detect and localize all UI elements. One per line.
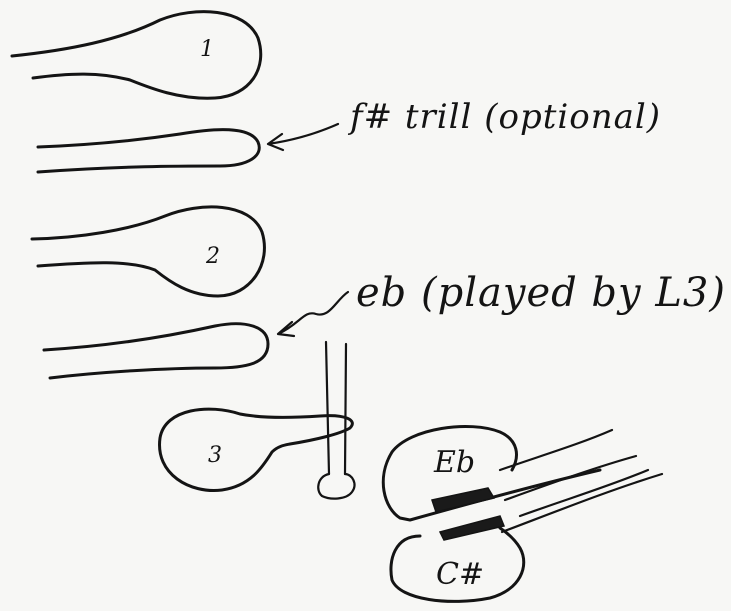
eb-arm-upper: [498, 428, 614, 472]
csharp-key-label: C#: [436, 557, 484, 592]
f-sharp-trill-label: f# trill (optional): [347, 97, 661, 137]
trill-key-outline: [36, 128, 261, 174]
eb-key: eb (played by L3): [42, 270, 726, 380]
eb-csharp-key-assembly: Eb C#: [381, 425, 664, 603]
key-1: 1: [10, 10, 263, 100]
csharp-arm: [500, 472, 664, 534]
key-1-label: 1: [200, 37, 214, 62]
f-sharp-trill-key: f# trill (optional): [36, 97, 661, 174]
eb-arm-lower: [503, 454, 638, 502]
eb-hinge-shading: [431, 487, 496, 513]
rod-with-foot: [317, 340, 356, 500]
eb-played-by-l3-label: eb (played by L3): [356, 270, 726, 316]
key-2: 2: [30, 205, 266, 298]
csharp-hinge-shading: [438, 515, 506, 541]
key-3-label: 3: [208, 443, 222, 468]
eb-touch-outline: [381, 425, 602, 522]
csharp-arm-inner: [518, 468, 650, 518]
key-2-label: 2: [205, 244, 220, 269]
rod-right-line: [343, 342, 348, 476]
key-3: 3: [158, 407, 354, 492]
key-3-outline: [158, 407, 354, 492]
csharp-touch-outline: [389, 526, 526, 603]
key-1-outline: [10, 10, 263, 100]
rod-foot: [317, 472, 356, 500]
eb-key-outline: [42, 322, 270, 380]
eb-key-label: Eb: [433, 445, 475, 480]
eb-arrow-icon: [276, 290, 350, 338]
trill-arrow-icon: [266, 122, 340, 152]
rod-left-line: [324, 340, 331, 476]
key-2-outline: [30, 205, 266, 298]
